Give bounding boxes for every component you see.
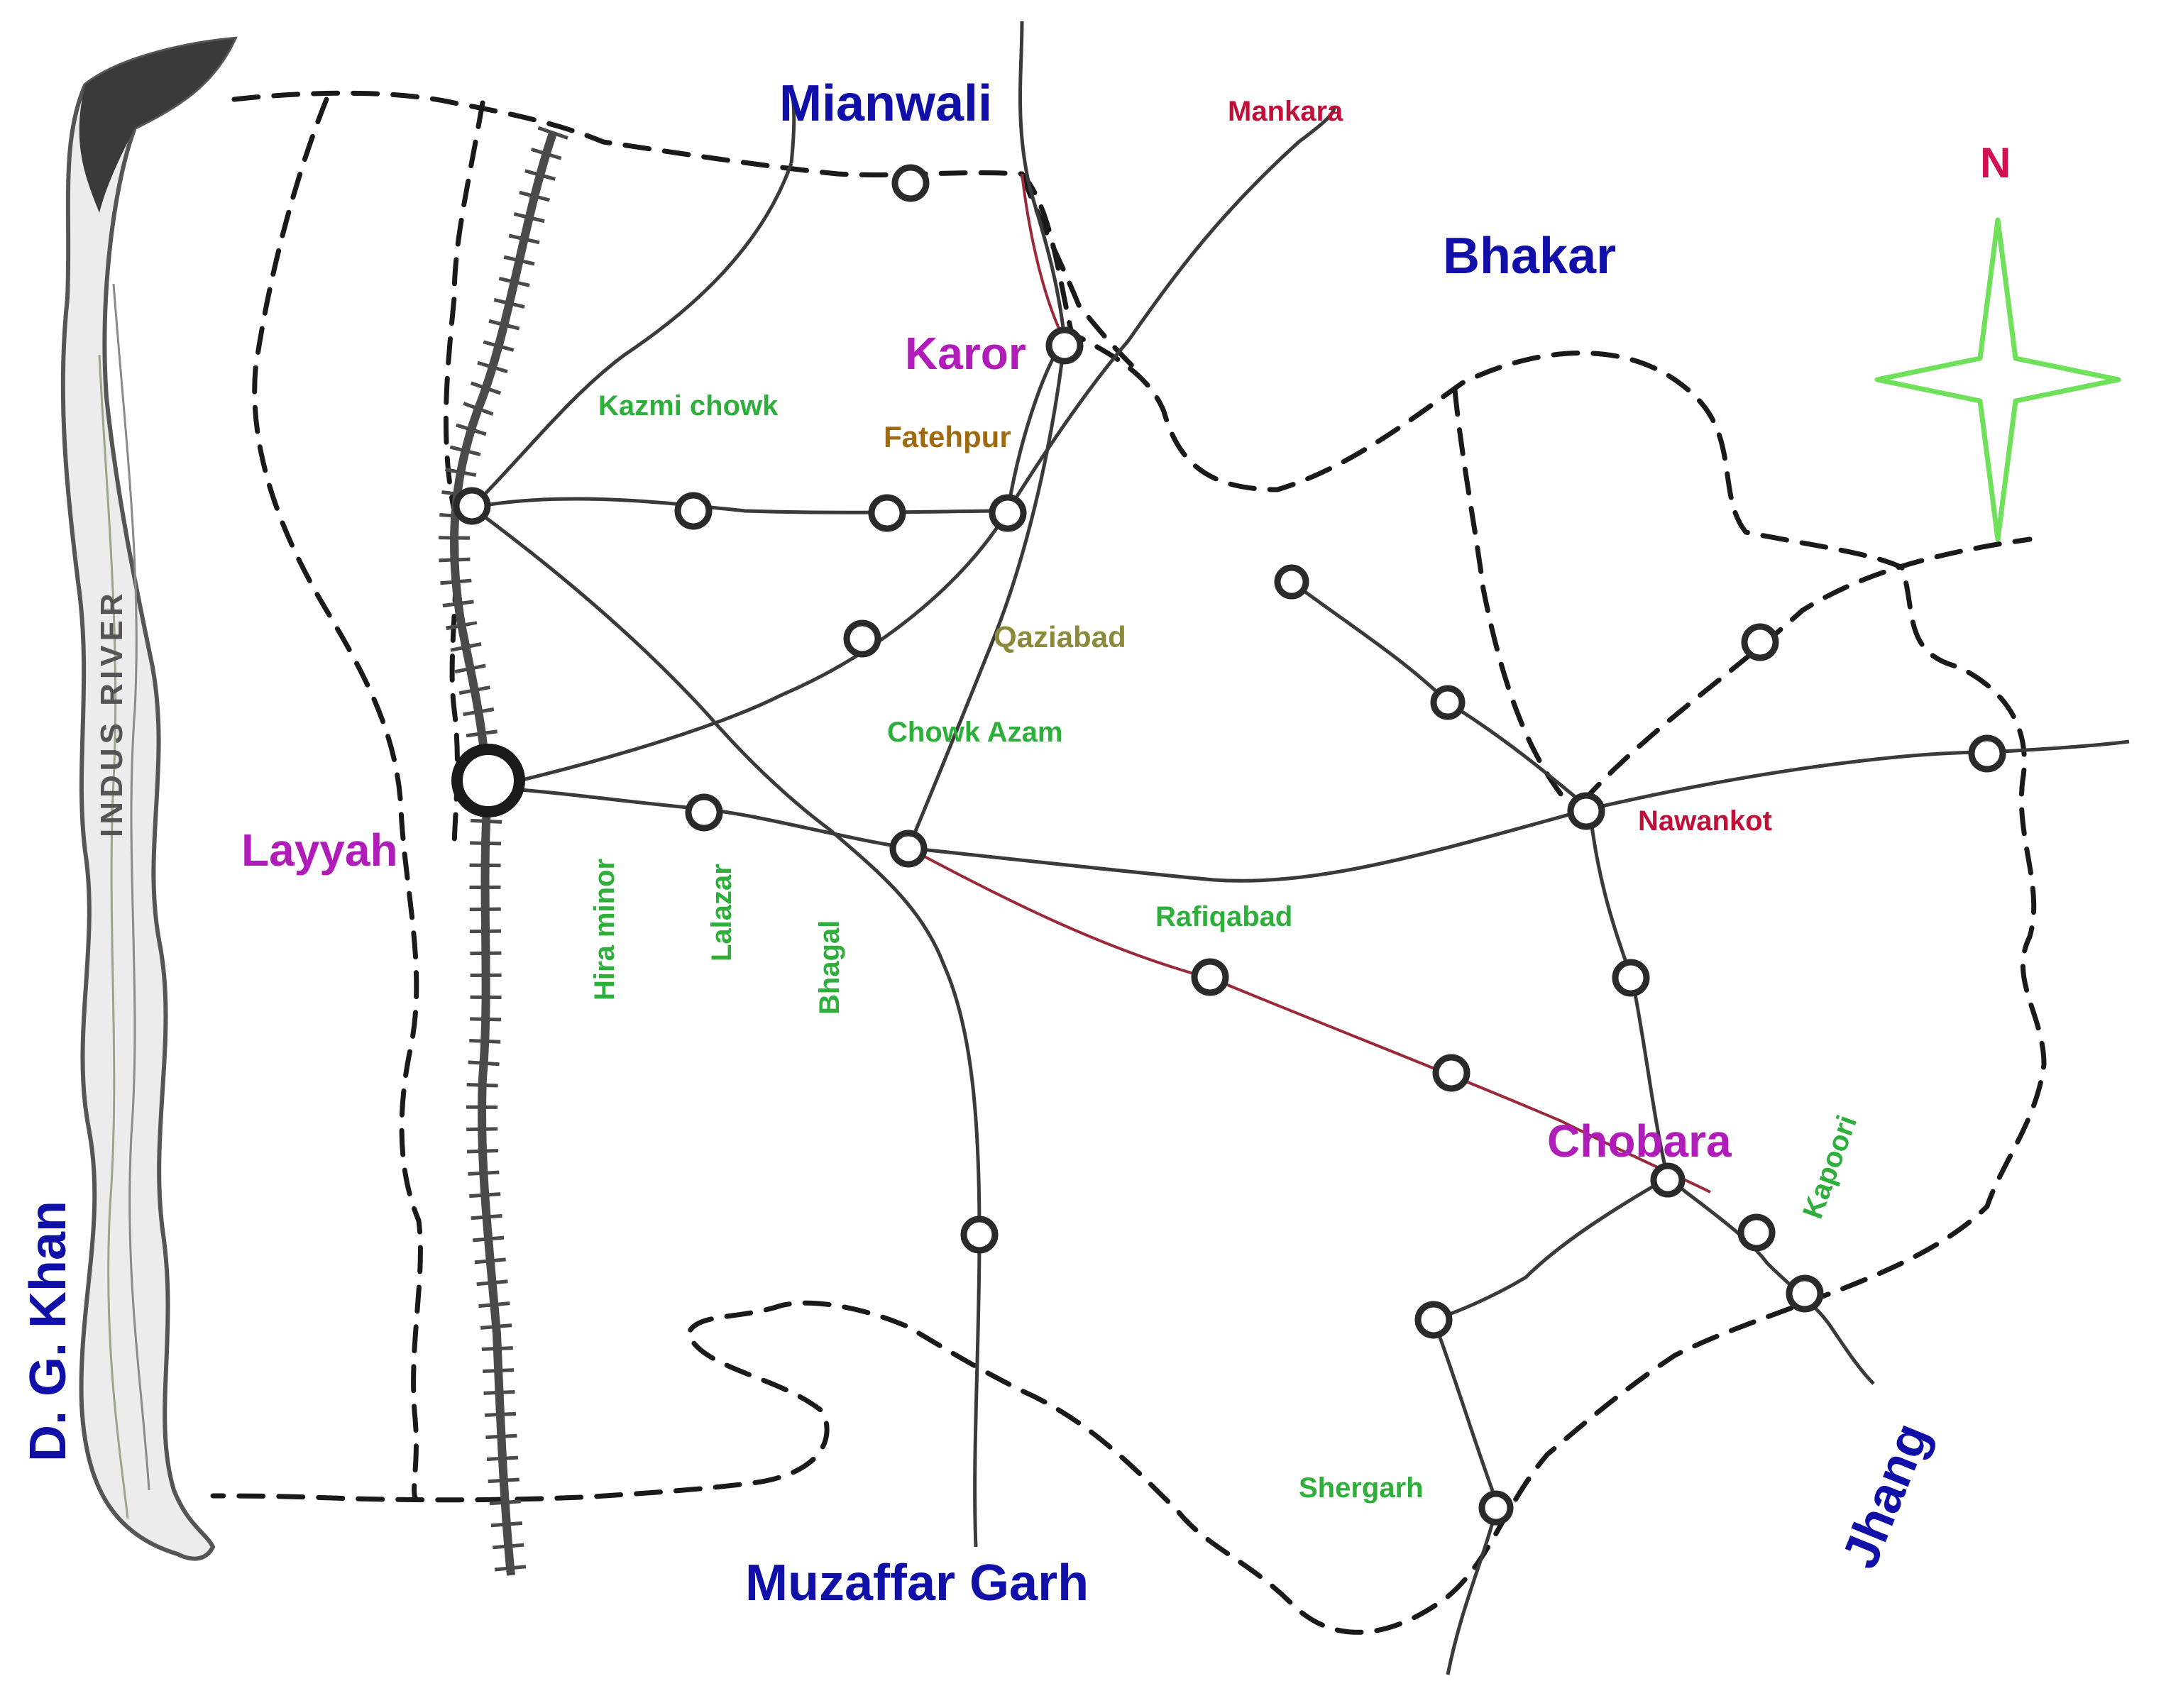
fatehpur-node-icon[interactable]	[989, 494, 1027, 532]
town-label-rafiqabad: Rafiqabad	[1155, 901, 1292, 932]
rafiqabad-node-icon[interactable]	[1191, 958, 1229, 996]
road-node-icon[interactable]	[843, 619, 881, 658]
tehsil-boundary-central	[443, 100, 485, 854]
shergarh-node-icon[interactable]	[1478, 1490, 1514, 1526]
road-node-icon[interactable]	[1430, 685, 1466, 720]
tehsil-boundary-nawankot-ne	[1580, 536, 2033, 805]
town-label-hira-minor: Hira minor	[589, 859, 620, 1001]
town-label-kapoori: Kapoori	[1797, 1111, 1863, 1223]
town-label-bhagal: Bhagal	[814, 920, 845, 1015]
district-label-muzaffar-garh: Muzaffar Garh	[745, 1555, 1089, 1611]
tehsil-boundary-west	[252, 97, 423, 1500]
north-arrow-icon	[1874, 217, 2121, 542]
district-label-mianwali: Mianwali	[779, 75, 992, 132]
town-label-karor: Karor	[905, 328, 1026, 379]
district-label-dg-khan: D. G. Khan	[20, 1201, 77, 1462]
town-label-mankara: Mankara	[1228, 96, 1343, 127]
nawankot-node-icon[interactable]	[1567, 792, 1605, 830]
railway-line	[439, 126, 568, 1577]
river-label: INDUS RIVER	[94, 589, 129, 837]
town-label-nawankot: Nawankot	[1638, 805, 1772, 837]
town-label-qaziabad: Qaziabad	[994, 620, 1126, 654]
tehsil-boundary-east	[1452, 387, 1564, 798]
town-label-kazmi-chowk: Kazmi chowk	[598, 390, 779, 422]
road-node-icon[interactable]	[1414, 1301, 1453, 1339]
karor-node-icon[interactable]	[1045, 326, 1084, 365]
chowk-azam-node-icon[interactable]	[889, 830, 928, 868]
road-node-icon[interactable]	[960, 1216, 999, 1254]
town-nodes	[451, 164, 2006, 1526]
town-label-fatehpur: Fatehpur	[884, 420, 1011, 453]
road-network	[471, 21, 2130, 1675]
town-label-lalazar: Lalazar	[706, 864, 737, 962]
kazmi-junction-node-icon[interactable]	[453, 487, 491, 525]
town-label-chobara: Chobara	[1547, 1115, 1732, 1167]
town-label-shergarh: Shergarh	[1299, 1472, 1424, 1504]
road-node-icon[interactable]	[1432, 1054, 1470, 1092]
road-node-icon[interactable]	[1968, 734, 2006, 773]
road-node-icon[interactable]	[868, 494, 906, 532]
district-boundary	[210, 90, 2047, 1635]
road-node-icon[interactable]	[1612, 959, 1650, 997]
road-node-icon[interactable]	[1737, 1213, 1776, 1252]
mianwali-road-node-icon[interactable]	[891, 164, 930, 202]
district-label-jhang: Jhang	[1832, 1415, 1941, 1576]
town-label-chowk-azam: Chowk Azam	[887, 717, 1062, 748]
road-node-icon[interactable]	[674, 492, 713, 530]
district-label-bhakar: Bhakar	[1443, 228, 1616, 285]
north-label: N	[1980, 139, 2011, 187]
lalazar-node-icon[interactable]	[685, 793, 723, 832]
indus-river	[60, 36, 238, 1561]
road-node-icon[interactable]	[1274, 564, 1309, 600]
road-node-icon[interactable]	[1741, 623, 1779, 661]
layyah-node-icon[interactable]	[451, 744, 525, 817]
town-label-layyah: Layyah	[241, 825, 398, 876]
kapoori-node-icon[interactable]	[1786, 1274, 1824, 1313]
chobara-node-icon[interactable]	[1650, 1162, 1686, 1198]
